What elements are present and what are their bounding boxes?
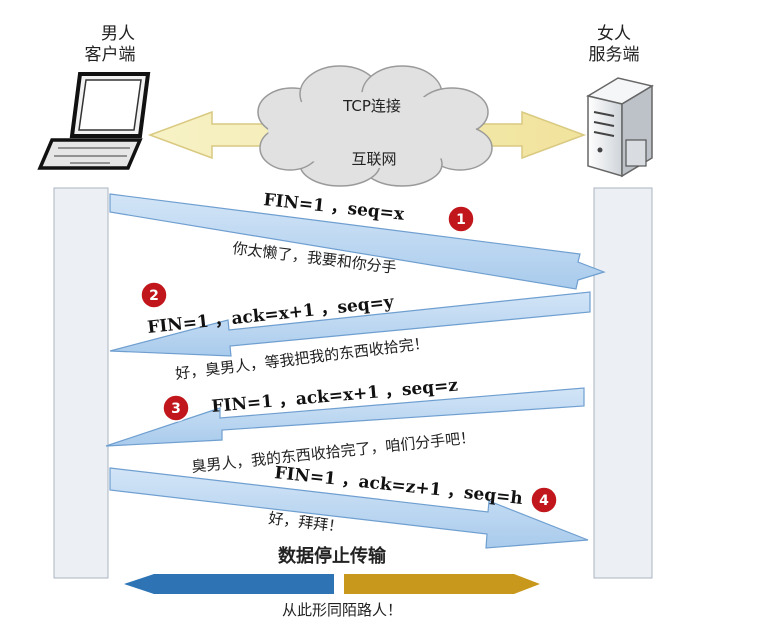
laptop-icon — [37, 72, 151, 170]
separation-arrow-right — [344, 574, 540, 594]
step-3-badge: 3 — [162, 394, 190, 422]
server-icon — [586, 77, 654, 178]
message-arrow-2 — [109, 291, 591, 357]
internet-label: 互联网 — [351, 150, 396, 168]
data-stop-label: 数据停止传输 — [278, 545, 387, 567]
server-label-line1: 女人 — [597, 24, 631, 44]
message-arrow-4 — [109, 467, 589, 549]
message-arrow-3 — [105, 387, 585, 447]
client-lifeline — [53, 187, 109, 579]
step-1-badge: 1 — [447, 205, 475, 233]
server-label-line2: 服务端 — [589, 45, 640, 65]
step-2-badge: 2 — [140, 281, 168, 309]
client-label-line1: 男人 — [101, 24, 135, 44]
internet-cloud-icon — [257, 65, 493, 187]
step-2-number: 2 — [149, 288, 159, 304]
tcp-connection-label: TCP连接 — [342, 97, 401, 115]
message-arrow-1 — [109, 193, 606, 290]
server-lifeline — [593, 187, 653, 579]
step-3-number: 3 — [171, 401, 181, 417]
step-4-number: 4 — [539, 493, 549, 509]
step-1-number: 1 — [456, 212, 466, 228]
client-label-line2: 客户端 — [85, 45, 136, 65]
ending-label: 从此形同陌路人！ — [282, 601, 402, 619]
separation-arrow-left — [124, 574, 334, 594]
step-4-badge: 4 — [530, 486, 558, 514]
